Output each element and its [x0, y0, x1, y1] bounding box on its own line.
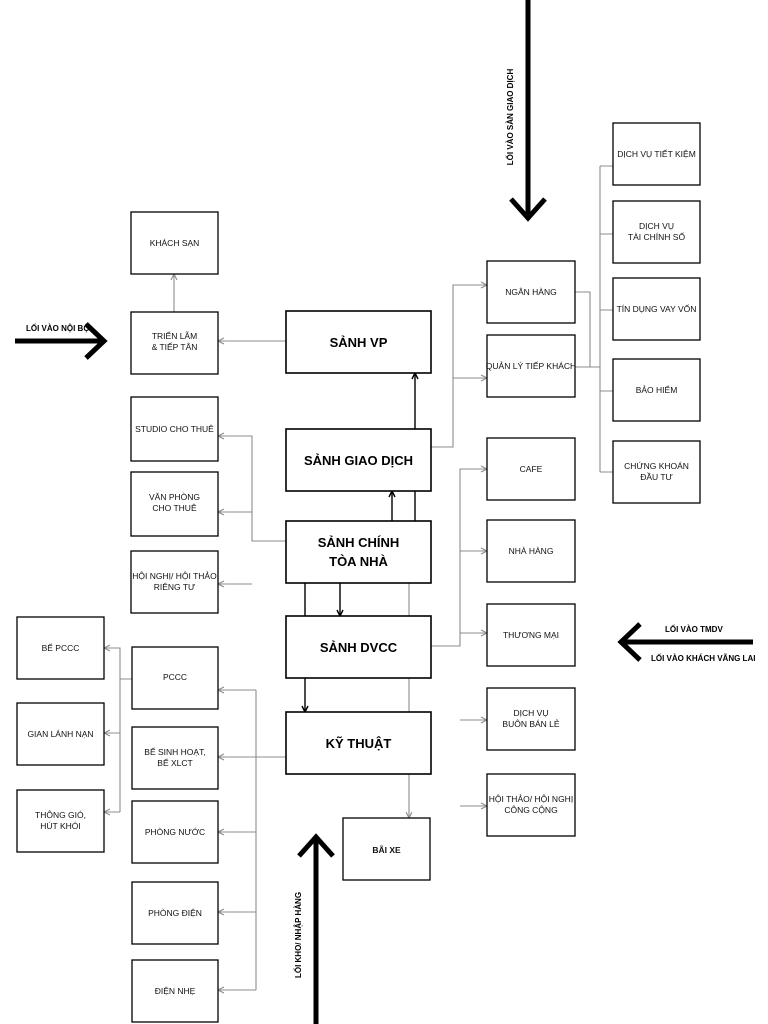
node-van-phong: VĂN PHÒNG CHO THUÊ	[130, 471, 219, 537]
node-label: HÚT KHÓI	[40, 821, 80, 831]
node-ban-le: DỊCH VỤ BUÔN BÁN LẺ	[486, 687, 576, 751]
node-chung-khoan: CHỨNG KHOÁN ĐẦU TƯ	[612, 440, 701, 504]
node-label: BỂ PCCC	[42, 642, 80, 653]
hall-sanh-chinh: SẢNH CHÍNH TÒA NHÀ	[285, 520, 432, 584]
node-be-pccc: BỂ PCCC	[16, 616, 105, 680]
entrance-noi-bo: LỐI VÀO NỘI BỘ	[15, 322, 108, 360]
node-phong-dien: PHÒNG ĐIỆN	[131, 881, 219, 945]
node-label: TRIỂN LÃM	[152, 330, 197, 341]
hall-sanh-vp: SẢNH VP	[285, 310, 432, 374]
entrance-san-giao-dich: LỐI VÀO SÀN GIAO DỊCH	[505, 0, 547, 222]
hall-label: SẢNH VP	[330, 335, 388, 350]
node-label: CAFE	[520, 464, 543, 474]
node-label: CHỨNG KHOÁN	[624, 461, 689, 471]
node-label: PCCC	[163, 672, 187, 682]
node-label: HỘI THẢO/ HỘI NGHỊ	[489, 793, 573, 804]
arrow-up-icon	[297, 833, 335, 1024]
node-studio: STUDIO CHO THUÊ	[130, 396, 219, 462]
node-label: BUÔN BÁN LẺ	[502, 718, 559, 729]
arrow-down-icon	[509, 0, 547, 222]
node-thuong-mai: THƯƠNG MẠI	[486, 603, 576, 667]
entrance-label: LỐI VÀO TMDV	[665, 624, 723, 634]
hall-sanh-dvcc: SẢNH DVCC	[285, 615, 432, 679]
node-cafe: CAFE	[486, 437, 576, 501]
node-trien-lam: TRIỂN LÃM & TIẾP TÂN	[130, 311, 219, 375]
node-label: DỊCH VỤ	[639, 221, 674, 231]
node-label: HỘI NGHỊ/ HỘI THẢO	[132, 570, 217, 581]
node-tiet-kiem: DỊCH VỤ TIẾT KIỆM	[612, 122, 701, 186]
node-label: STUDIO CHO THUÊ	[135, 424, 214, 434]
node-quan-ly: QUẢN LÝ TIẾP KHÁCH	[486, 334, 576, 398]
hall-ky-thuat: KỸ THUẬT	[285, 711, 432, 775]
node-label: DỊCH VỤ TIẾT KIỆM	[617, 149, 696, 159]
node-label: NGÂN HÀNG	[505, 287, 556, 297]
node-be-sinh-hoat: BỂ SINH HOẠT, BỂ XLCT	[131, 726, 219, 790]
arrow-left-icon	[617, 622, 753, 662]
entrance-label: LỐI VÀO SÀN GIAO DỊCH	[505, 69, 515, 166]
node-bao-hiem: BẢO HIỂM	[612, 358, 701, 422]
node-label: BỂ SINH HOẠT,	[144, 746, 205, 757]
node-label: VĂN PHÒNG	[149, 492, 200, 502]
node-phong-nuoc: PHÒNG NƯỚC	[131, 800, 219, 864]
hall-label: SẢNH GIAO DỊCH	[304, 453, 413, 468]
entrance-label: LỐI VÀO NỘI BỘ	[26, 323, 90, 333]
node-label: QUẢN LÝ TIẾP KHÁCH	[486, 360, 576, 371]
hall-label: KỸ THUẬT	[326, 736, 392, 751]
hall-label: TÒA NHÀ	[329, 554, 388, 569]
node-khach-san: KHÁCH SẠN	[130, 211, 219, 275]
node-label: GIAN LÁNH NẠN	[27, 729, 93, 739]
node-label: TÍN DỤNG VAY VỐN	[617, 303, 697, 314]
node-hoi-nghi-rieng: HỘI NGHỊ/ HỘI THẢO RIÊNG TƯ	[130, 550, 219, 614]
hall-label: SẢNH DVCC	[320, 640, 398, 655]
node-label: THƯƠNG MẠI	[503, 630, 559, 640]
node-label: BÃI XE	[372, 845, 401, 855]
node-thong-gio: THÔNG GIÓ, HÚT KHÓI	[16, 789, 105, 853]
node-nha-hang: NHÀ HÀNG	[486, 519, 576, 583]
node-gian-lanh: GIAN LÁNH NẠN	[16, 702, 105, 766]
node-tai-chinh: DỊCH VỤ TÀI CHÍNH SỐ	[612, 200, 701, 264]
node-label: ĐIỆN NHẸ	[155, 986, 196, 996]
node-label: THÔNG GIÓ,	[35, 810, 86, 820]
entrance-label: LỐI VÀO KHÁCH VÃNG LAI	[651, 653, 755, 663]
arrow-right-icon	[15, 322, 108, 360]
node-ngan-hang: NGÂN HÀNG	[486, 260, 576, 324]
node-label: BẢO HIỂM	[636, 384, 678, 395]
node-label: RIÊNG TƯ	[154, 582, 196, 592]
node-tin-dung: TÍN DỤNG VAY VỐN	[612, 277, 701, 341]
node-label: PHÒNG ĐIỆN	[148, 908, 202, 918]
node-label: CÔNG CỘNG	[504, 805, 557, 815]
node-dien-nhe: ĐIỆN NHẸ	[131, 959, 219, 1023]
node-bai-xe: BÃI XE	[342, 817, 431, 881]
node-label: TÀI CHÍNH SỐ	[628, 231, 686, 242]
node-label: NHÀ HÀNG	[509, 546, 554, 556]
node-hoi-nghi-cong: HỘI THẢO/ HỘI NGHỊ CÔNG CỘNG	[486, 773, 576, 837]
entrance-label: LỐI KHO/ NHẬP HÀNG	[293, 892, 303, 978]
hall-label: SẢNH CHÍNH	[318, 535, 400, 550]
hall-sanh-giao-dich: SẢNH GIAO DỊCH	[285, 428, 432, 492]
node-label: & TIẾP TÂN	[152, 342, 198, 352]
node-label: DỊCH VỤ	[514, 708, 549, 718]
node-label: KHÁCH SẠN	[150, 238, 200, 248]
node-pccc: PCCC	[131, 646, 219, 710]
node-label: CHO THUÊ	[152, 503, 197, 513]
node-label: ĐẦU TƯ	[640, 472, 673, 482]
entrance-tmdv: LỐI VÀO TMDV LỐI VÀO KHÁCH VÃNG LAI	[617, 622, 755, 663]
connectors	[104, 165, 613, 991]
entrance-kho-nhap-hang: LỐI KHO/ NHẬP HÀNG	[293, 833, 335, 1024]
node-label: PHÒNG NƯỚC	[145, 827, 205, 837]
node-label: BỂ XLCT	[157, 757, 192, 768]
